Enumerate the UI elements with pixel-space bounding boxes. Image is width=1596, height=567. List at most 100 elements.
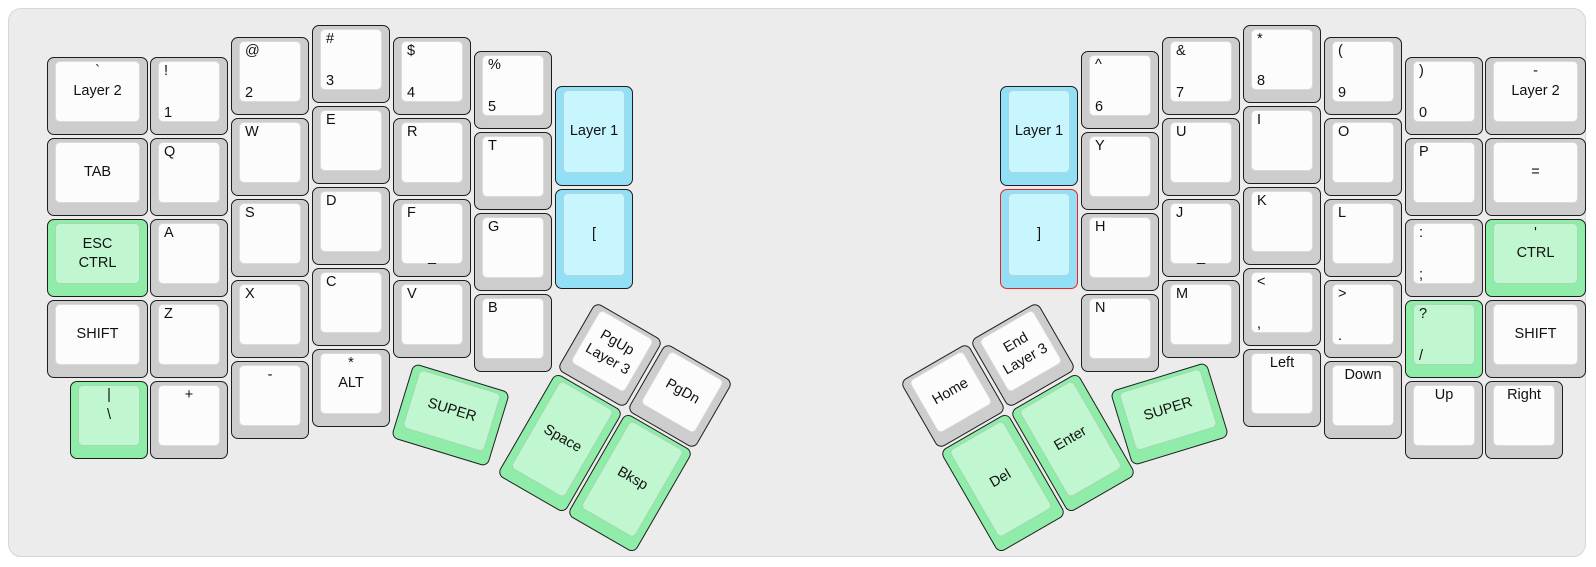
keycap-top: S [239, 203, 301, 264]
key-d[interactable]: D [312, 187, 390, 265]
key-9[interactable]: (9 [1324, 37, 1402, 115]
key-3[interactable]: #3 [312, 25, 390, 103]
key-legend: Z [164, 306, 173, 322]
key-up[interactable]: Up [1405, 381, 1483, 459]
keycap-top: ^6 [1089, 55, 1151, 116]
key-equals[interactable]: = [1485, 138, 1586, 216]
key-7[interactable]: &7 [1162, 37, 1240, 115]
key-t[interactable]: T [474, 132, 552, 210]
key-colon-semicolon[interactable]: :; [1405, 219, 1483, 297]
key-n[interactable]: N [1081, 294, 1159, 372]
key-8[interactable]: *8 [1243, 25, 1321, 103]
keycap-top: Layer 1 [1008, 90, 1070, 173]
key-legend: * [348, 355, 354, 371]
key-shift-right[interactable]: SHIFT [1485, 300, 1586, 378]
keycap-top: V [401, 284, 463, 345]
keycap-top: @2 [239, 41, 301, 102]
key-i[interactable]: I [1243, 106, 1321, 184]
keycap-top: O [1332, 122, 1394, 183]
key-o[interactable]: O [1324, 118, 1402, 196]
key-legend: 7 [1176, 85, 1185, 101]
key-minus-left[interactable]: - [231, 361, 309, 439]
key-layer1-left[interactable]: Layer 1 [555, 86, 633, 186]
key-left[interactable]: Left [1243, 349, 1321, 427]
key-minus-layer2[interactable]: -Layer 2 [1485, 57, 1586, 135]
key-1[interactable]: !1 [150, 57, 228, 135]
key-legend: X [245, 286, 255, 302]
key-right-bracket[interactable]: ] [1000, 189, 1078, 289]
keycap-top: P [1413, 142, 1475, 203]
key-j[interactable]: J_ [1162, 199, 1240, 277]
key-legend: % [488, 57, 501, 73]
keycap-top: #3 [320, 29, 382, 90]
key-left-bracket[interactable]: [ [555, 189, 633, 289]
key-y[interactable]: Y [1081, 132, 1159, 210]
key-pipe-backslash[interactable]: |\ [70, 381, 148, 459]
key-f[interactable]: F_ [393, 199, 471, 277]
key-legend: N [1095, 300, 1106, 316]
key-tab[interactable]: TAB [47, 138, 148, 216]
key-legend: 4 [407, 85, 416, 101]
keycap-top: %5 [482, 55, 544, 116]
keycap-top: Down [1332, 365, 1394, 426]
key-legend: 1 [164, 105, 173, 121]
key-comma[interactable]: <, [1243, 268, 1321, 346]
key-6[interactable]: ^6 [1081, 51, 1159, 129]
key-p[interactable]: P [1405, 138, 1483, 216]
keycap-top: T [482, 136, 544, 197]
key-legend: , [1257, 316, 1262, 332]
key-h[interactable]: H [1081, 213, 1159, 291]
key-legend: R [407, 124, 418, 140]
key-super-right[interactable]: SUPER [1109, 361, 1229, 467]
key-legend: L [1338, 205, 1347, 221]
key-grave-layer2[interactable]: `Layer 2 [47, 57, 148, 135]
key-legend: + [184, 387, 194, 403]
keycap-top: J_ [1170, 203, 1232, 265]
key-legend: H [1095, 219, 1106, 235]
keycap-top: Z [158, 304, 220, 365]
key-l[interactable]: L [1324, 199, 1402, 277]
key-period[interactable]: >. [1324, 280, 1402, 358]
key-shift-left[interactable]: SHIFT [47, 300, 148, 378]
key-star-alt[interactable]: *ALT [312, 349, 390, 427]
keycap-top: C [320, 272, 382, 333]
key-layer1-right[interactable]: Layer 1 [1000, 86, 1078, 186]
key-x[interactable]: X [231, 280, 309, 358]
key-legend: Up [1434, 387, 1454, 403]
key-u[interactable]: U [1162, 118, 1240, 196]
key-s[interactable]: S [231, 199, 309, 277]
key-legend: Down [1344, 367, 1382, 383]
keycap-top: U [1170, 122, 1232, 183]
keycap-top: G [482, 217, 544, 278]
key-b[interactable]: B [474, 294, 552, 372]
key-e[interactable]: E [312, 106, 390, 184]
key-r[interactable]: R [393, 118, 471, 196]
key-legend: Layer 2 [73, 83, 122, 99]
key-question-slash[interactable]: ?/ [1405, 300, 1483, 378]
key-v[interactable]: V [393, 280, 471, 358]
key-q[interactable]: Q [150, 138, 228, 216]
key-w[interactable]: W [231, 118, 309, 196]
key-legend: M [1176, 286, 1189, 302]
keycap-top: = [1493, 142, 1578, 203]
key-m[interactable]: M [1162, 280, 1240, 358]
key-plus[interactable]: + [150, 381, 228, 459]
keycap-top: PgDn [640, 350, 725, 435]
key-0[interactable]: )0 [1405, 57, 1483, 135]
key-right[interactable]: Right [1485, 381, 1563, 459]
key-legend: * [1257, 31, 1263, 47]
keycap-top: -Layer 2 [1493, 61, 1578, 122]
key-4[interactable]: $4 [393, 37, 471, 115]
key-5[interactable]: %5 [474, 51, 552, 129]
key-2[interactable]: @2 [231, 37, 309, 115]
key-quote-ctrl[interactable]: 'CTRL [1485, 219, 1586, 297]
keycap-top: >. [1332, 284, 1394, 345]
key-k[interactable]: K [1243, 187, 1321, 265]
key-z[interactable]: Z [150, 300, 228, 378]
key-c[interactable]: C [312, 268, 390, 346]
key-g[interactable]: G [474, 213, 552, 291]
key-super-left[interactable]: SUPER [390, 362, 510, 468]
key-down[interactable]: Down [1324, 361, 1402, 439]
key-a[interactable]: A [150, 219, 228, 297]
